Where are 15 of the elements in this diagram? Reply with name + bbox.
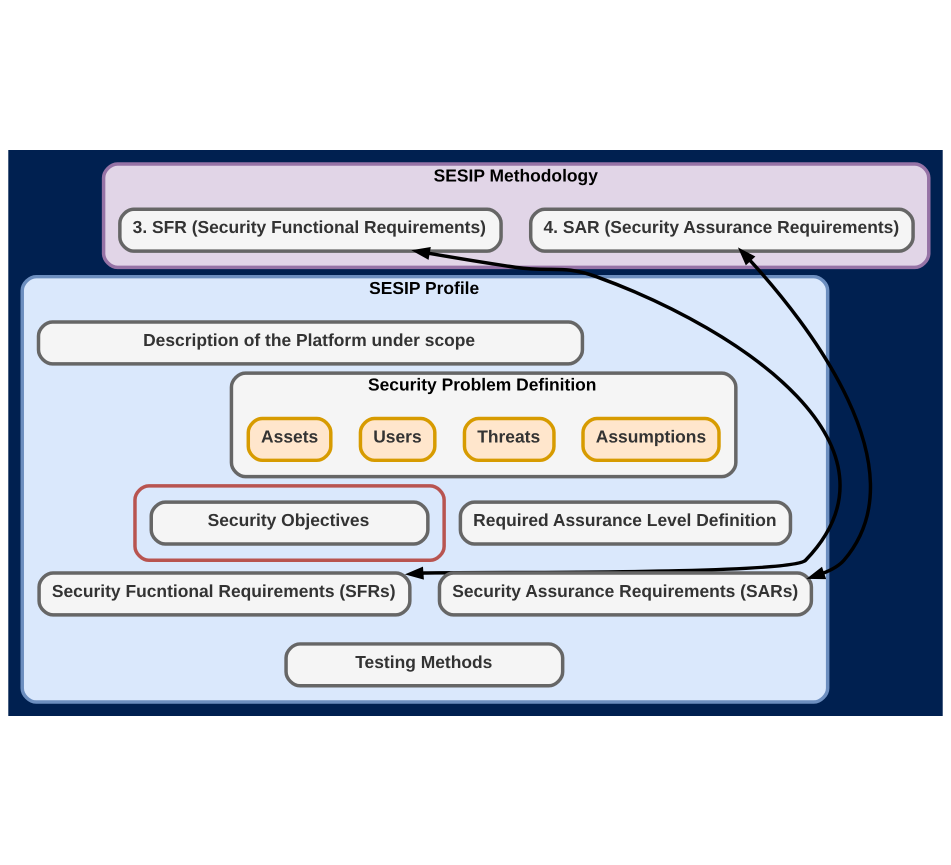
node-box: Security Objectives: [150, 500, 430, 546]
node-box: Users: [358, 416, 437, 462]
node-box: Security Fucntional Requirements (SFRs): [37, 570, 412, 616]
arrow: [404, 246, 841, 580]
node-box: Assumptions: [581, 416, 721, 462]
arrow: [738, 246, 872, 579]
node-box: Assets: [246, 416, 333, 462]
node-box: Threats: [462, 416, 556, 462]
node-box: 4. SAR (Security Assurance Requirements): [528, 207, 915, 252]
cluster: [133, 484, 446, 562]
node-box: Description of the Platform under scope: [36, 320, 584, 366]
node-box: Testing Methods: [284, 642, 564, 688]
node-box: 3. SFR (Security Functional Requirements): [118, 207, 503, 252]
node-box: Required Assurance Level Definition: [458, 500, 792, 546]
node-box: Security Assurance Requirements (SARs): [438, 570, 814, 616]
